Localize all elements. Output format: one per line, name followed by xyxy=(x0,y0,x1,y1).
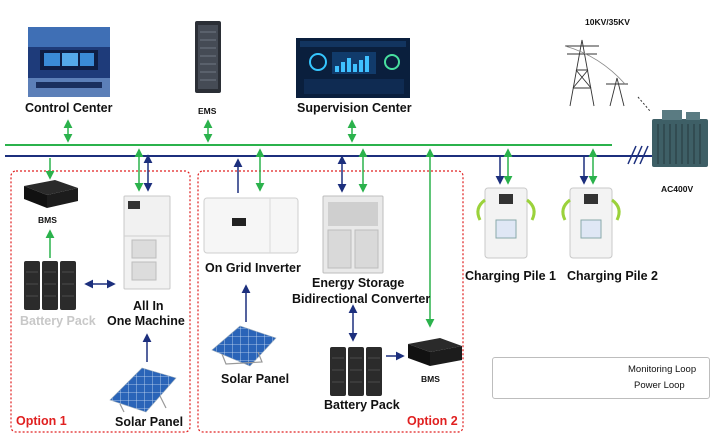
transformer-image xyxy=(637,96,708,167)
legend xyxy=(492,357,710,399)
option-2-box xyxy=(197,170,464,433)
energy-storage-label-2: Bidirectional Converter xyxy=(292,292,431,306)
option-1-label: Option 1 xyxy=(16,414,67,428)
bms-left-device xyxy=(24,180,78,208)
on-grid-inverter-label: On Grid Inverter xyxy=(205,261,301,275)
battery-pack-left xyxy=(24,261,76,310)
control-center-label: Control Center xyxy=(25,101,113,115)
bms-mid-label: BMS xyxy=(421,374,440,384)
solar-panel-left-image xyxy=(109,367,177,413)
charging-pile-2-label: Charging Pile 2 xyxy=(567,269,658,283)
option-2-label: Option 2 xyxy=(407,414,458,428)
supervision-center-label: Supervision Center xyxy=(297,101,412,115)
solar-panel-left-label: Solar Panel xyxy=(115,415,184,429)
transmission-tower-image xyxy=(564,39,628,107)
all-in-one-label-1: All In xyxy=(133,299,164,313)
battery-pack-mid-label: Battery Pack xyxy=(324,398,400,412)
voltage-label: 10KV/35KV xyxy=(585,17,630,27)
bms-mid-device xyxy=(408,338,462,366)
ems-label: EMS xyxy=(198,106,217,116)
control-center-image xyxy=(28,27,110,97)
solar-panel-mid-label: Solar Panel xyxy=(221,372,290,386)
charging-pile-2-device xyxy=(561,187,621,259)
all-in-one-machine xyxy=(123,195,171,290)
bus-break-marks xyxy=(627,145,649,165)
all-in-one-label-2: One Machine xyxy=(107,314,185,328)
charging-pile-1-label: Charging Pile 1 xyxy=(465,269,556,283)
legend-power-label: Power Loop xyxy=(634,380,685,391)
supervision-center-image xyxy=(296,38,410,98)
charging-pile-1-device xyxy=(476,187,536,259)
energy-storage-converter-device xyxy=(322,195,384,274)
battery-pack-left-label: Battery Pack xyxy=(20,314,96,328)
on-grid-inverter-device xyxy=(203,197,299,254)
energy-storage-label-1: Energy Storage xyxy=(312,276,405,290)
ems-rack-image xyxy=(195,21,221,93)
bms-left-label: BMS xyxy=(38,215,57,225)
ac400v-label: AC400V xyxy=(661,184,694,194)
solar-panel-mid-image xyxy=(211,325,277,367)
legend-monitoring-label: Monitoring Loop xyxy=(628,364,697,375)
option-1-box xyxy=(10,170,191,433)
battery-pack-mid xyxy=(330,347,382,396)
